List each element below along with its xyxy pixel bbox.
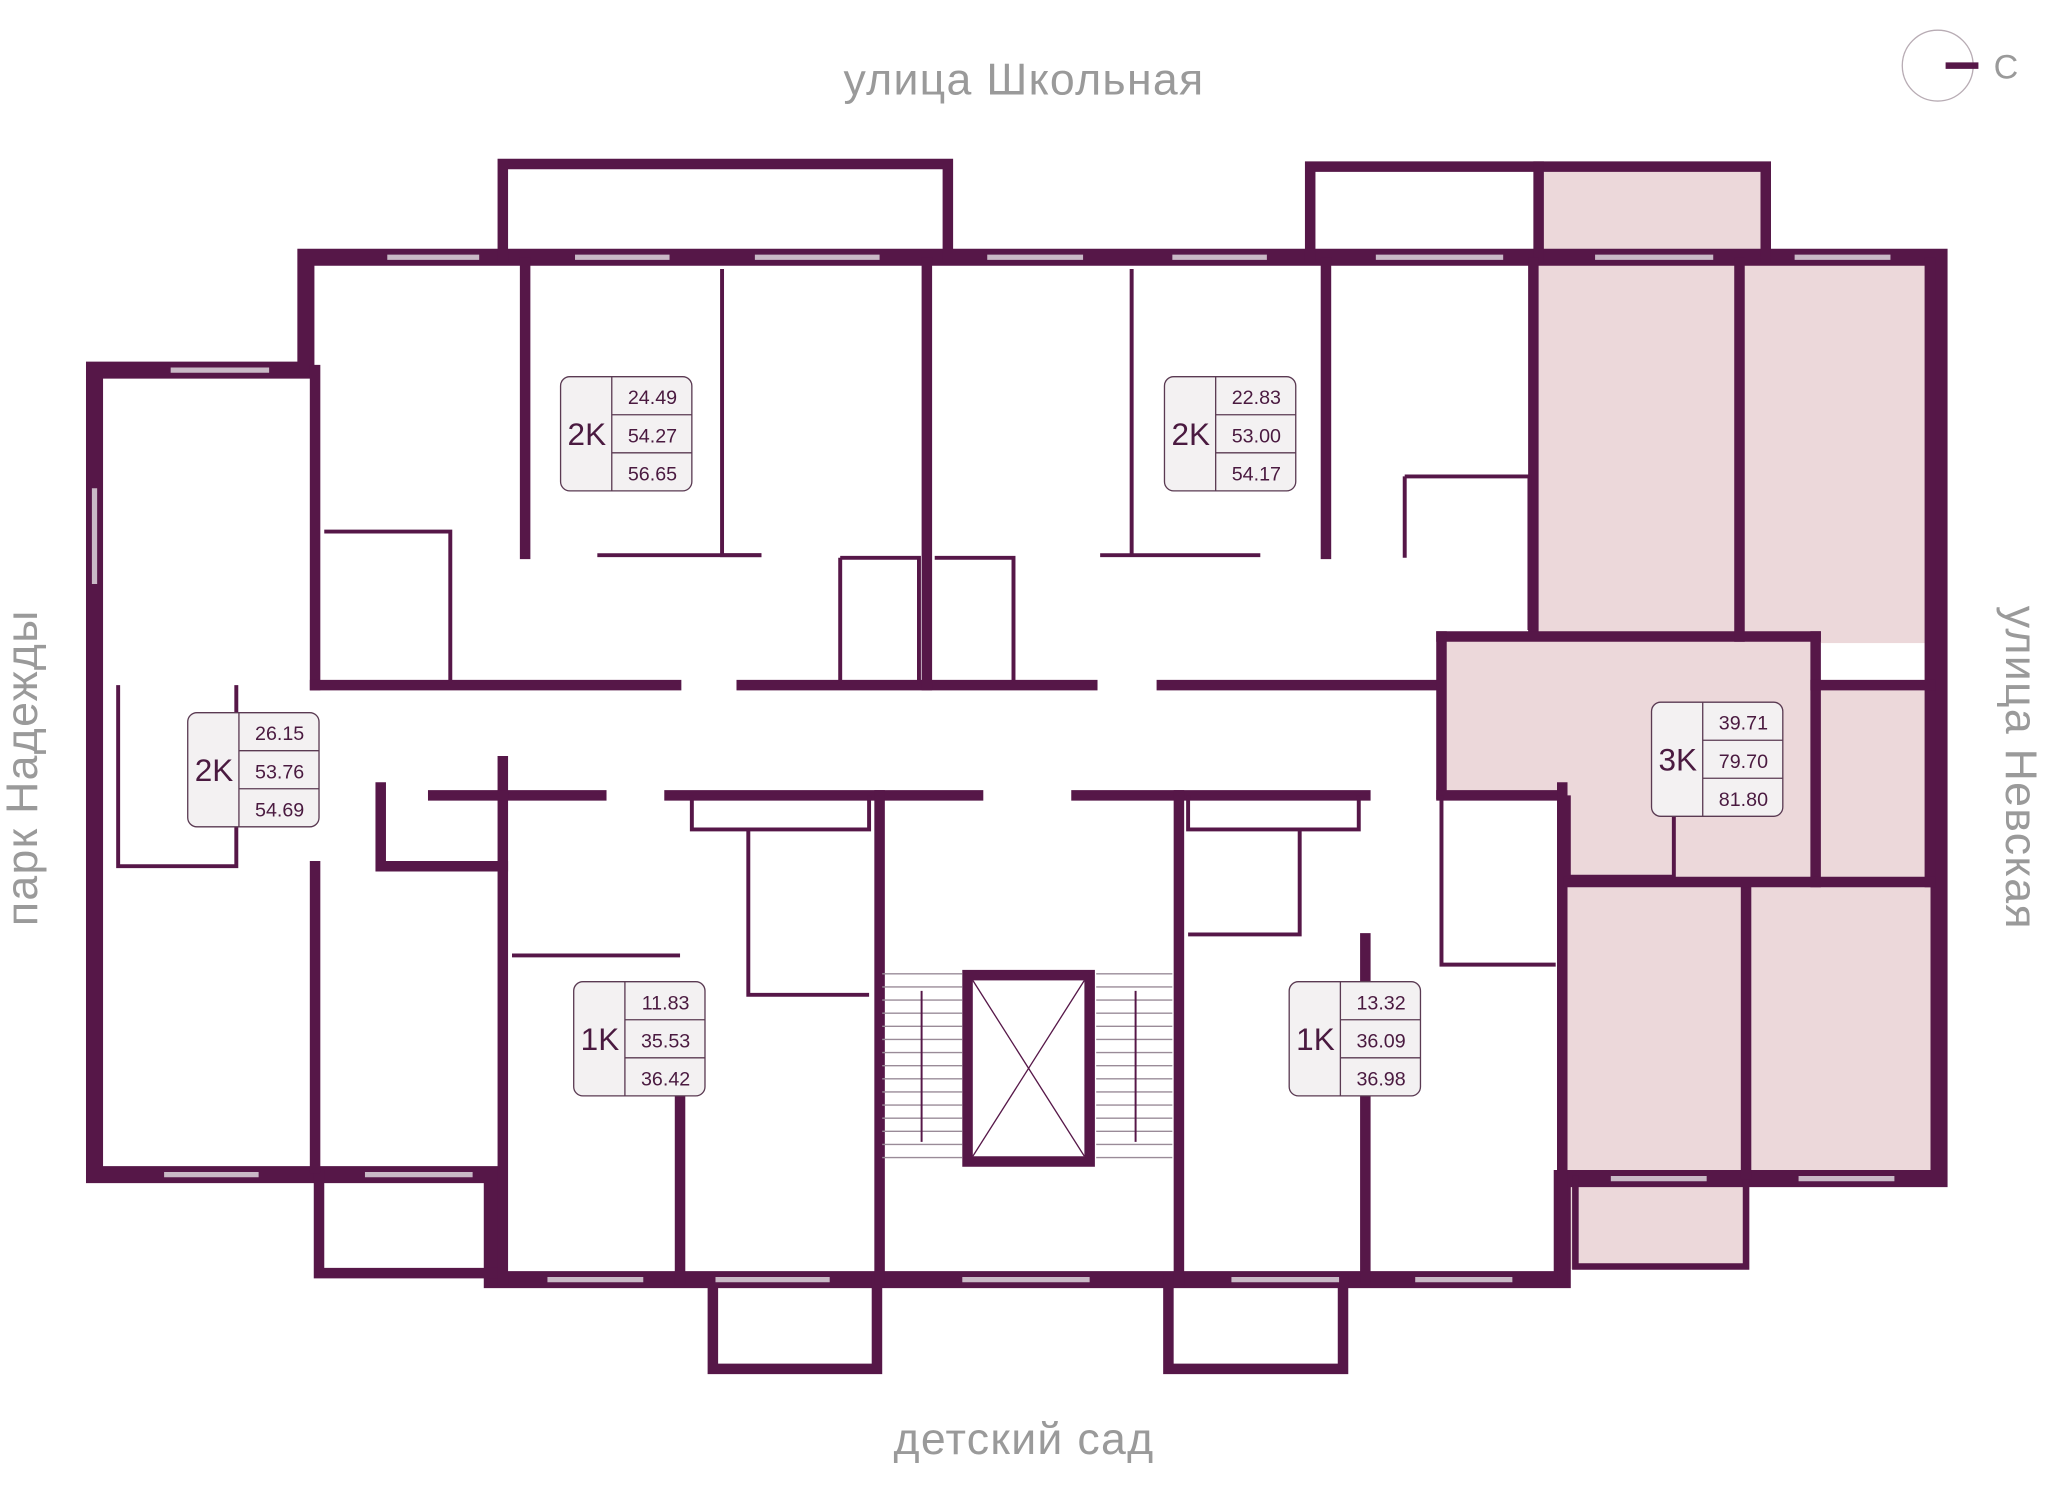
total-area: 36.09 — [1356, 1030, 1405, 1052]
area-with-balcony: 54.69 — [255, 799, 304, 821]
windows — [91, 254, 1895, 1283]
living-area: 22.83 — [1232, 387, 1281, 409]
total-area: 54.27 — [628, 425, 677, 447]
apartment-card[interactable]: 3K 39.71 79.70 81.80 — [1650, 701, 1784, 817]
street-left-label: парк Надежды — [0, 609, 47, 926]
apartment-type: 2K — [195, 752, 234, 788]
apartment-card[interactable]: 2K 26.15 53.76 54.69 — [187, 712, 320, 828]
balconies — [313, 158, 1771, 1375]
area-with-balcony: 56.65 — [628, 463, 677, 485]
living-area: 39.71 — [1719, 713, 1768, 735]
stairwell — [882, 969, 1173, 1167]
area-with-balcony: 54.17 — [1232, 463, 1281, 485]
apartment-cards: 2K 24.49 54.27 56.65 2K 22.83 53.00 54.17 2K 26.1… — [187, 376, 1784, 1097]
compass-label: С — [1994, 49, 2019, 87]
street-top-label: улица Школьная — [843, 56, 1204, 105]
street-bottom-label: детский сад — [894, 1415, 1155, 1464]
street-right-label: улица Невская — [1996, 606, 2045, 930]
apartment-card[interactable]: 1K 13.32 36.09 36.98 — [1288, 981, 1422, 1097]
area-with-balcony: 36.42 — [641, 1068, 690, 1090]
outer-wall — [85, 248, 1948, 1289]
apartment-card[interactable]: 2K 24.49 54.27 56.65 — [559, 376, 693, 492]
north-compass-icon: С — [1901, 29, 2019, 102]
living-area: 24.49 — [628, 387, 677, 409]
area-with-balcony: 81.80 — [1719, 789, 1768, 811]
total-area: 79.70 — [1719, 751, 1768, 773]
total-area: 53.00 — [1232, 425, 1281, 447]
apartment-type: 3K — [1659, 741, 1698, 777]
living-area: 11.83 — [642, 992, 690, 1014]
apartment-type: 2K — [568, 416, 607, 452]
apartment-type: 1K — [1296, 1021, 1335, 1057]
apartment-type: 2K — [1171, 416, 1210, 452]
living-area: 26.15 — [255, 723, 304, 745]
total-area: 35.53 — [641, 1030, 690, 1052]
apartment-card[interactable]: 2K 22.83 53.00 54.17 — [1163, 376, 1297, 492]
living-area: 13.32 — [1356, 992, 1405, 1014]
total-area: 53.76 — [255, 761, 304, 783]
partition-walls — [116, 269, 1676, 997]
area-with-balcony: 36.98 — [1356, 1068, 1405, 1090]
apartment-type: 1K — [581, 1021, 620, 1057]
apartment-card[interactable]: 1K 11.83 35.53 36.42 — [573, 981, 706, 1097]
